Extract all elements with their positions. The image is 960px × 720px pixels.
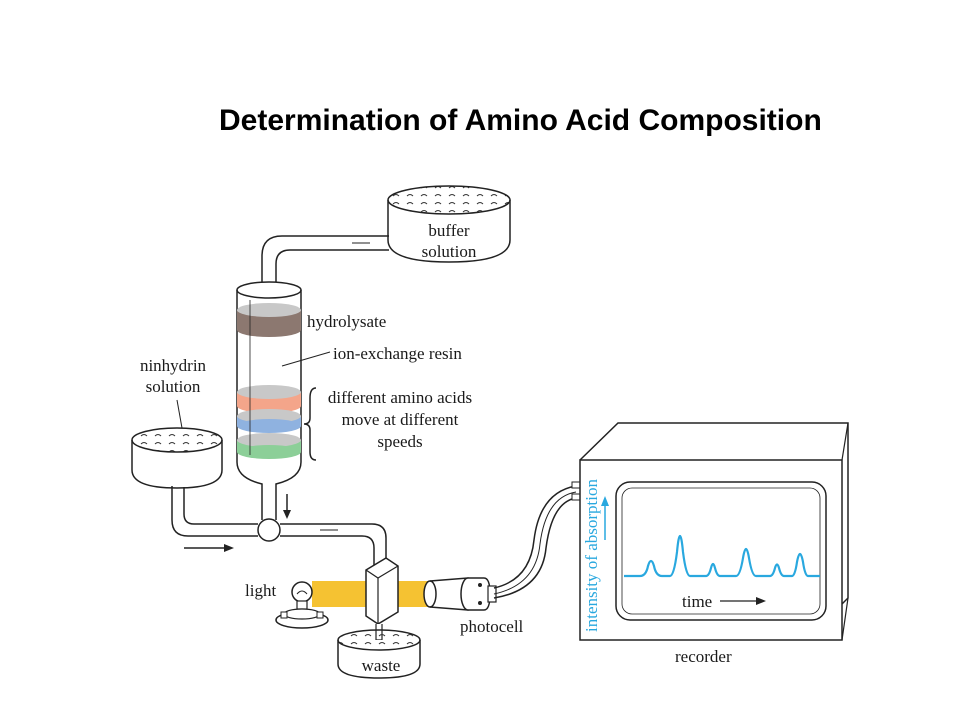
amino-label-2: move at different [342,410,459,429]
buffer-reservoir: buffer solution [387,185,511,263]
recorder: time intensity of absorption [579,422,849,641]
recorder-label: recorder [675,647,732,666]
photocell [423,577,497,611]
light-label: light [245,581,276,600]
resin-label: ion-exchange resin [333,344,462,363]
ninhydrin-label-2: solution [146,377,201,396]
bracket [303,387,317,461]
mixing-junction [257,518,281,542]
light-source [275,581,329,629]
buffer-label-2: solution [422,242,477,261]
time-label: time [682,592,712,611]
ninhydrin-label-1: ninhydrin [140,356,207,375]
buffer-label-1: buffer [428,221,470,240]
amino-label-3: speeds [377,432,422,451]
ion-exchange-column [236,281,302,520]
intensity-label: intensity of absorption [582,479,601,632]
page-title: Determination of Amino Acid Composition [219,104,822,137]
photocell-label: photocell [460,617,524,636]
amino-label-1: different amino acids [328,388,472,407]
hydrolysate-label: hydrolysate [307,312,386,331]
absorption-trace [624,534,820,578]
flow-cell [365,557,399,641]
waste-container: waste [337,629,421,679]
waste-label: waste [362,656,401,675]
ninhydrin-reservoir: ninhydrin solution [131,356,223,489]
recorder-screen [615,481,827,621]
